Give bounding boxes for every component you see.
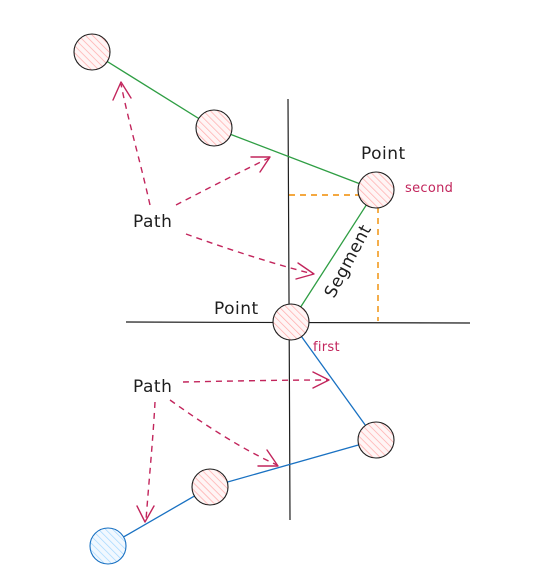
point-circle	[73, 33, 111, 71]
second-label: second	[405, 181, 453, 196]
point-second	[357, 171, 395, 209]
arrow-to-segment	[185, 233, 314, 275]
point-circle	[195, 109, 233, 147]
point-first	[272, 303, 310, 341]
path-bottom-arrows	[136, 371, 330, 523]
arrow-to-green-line	[175, 157, 270, 206]
green-path	[91, 51, 377, 323]
arrowhead	[250, 156, 271, 173]
arrow-to-blue-segment	[182, 379, 329, 383]
arrowhead	[295, 262, 315, 280]
path-label-top: Path	[133, 212, 172, 232]
path-top-arrows	[112, 81, 315, 280]
arrowhead	[312, 371, 330, 389]
arrowhead	[136, 505, 155, 523]
point-circle	[357, 421, 395, 459]
arrowhead	[257, 449, 279, 467]
points	[73, 33, 395, 565]
arrow-to-blue-line	[169, 399, 278, 466]
point-circle	[191, 468, 229, 506]
first-label: first	[313, 340, 340, 355]
point-start-blue	[89, 527, 127, 565]
point-label-top: Point	[361, 144, 406, 164]
blue-path	[107, 321, 378, 547]
arrow-to-first-point	[120, 83, 151, 206]
vertical-axis	[287, 98, 291, 521]
point-label-mid: Point	[214, 299, 259, 319]
coordinate-guides	[289, 194, 379, 321]
arrow-to-blue-start	[145, 401, 156, 521]
path-label-bottom: Path	[133, 377, 172, 397]
arrowhead	[112, 81, 132, 101]
